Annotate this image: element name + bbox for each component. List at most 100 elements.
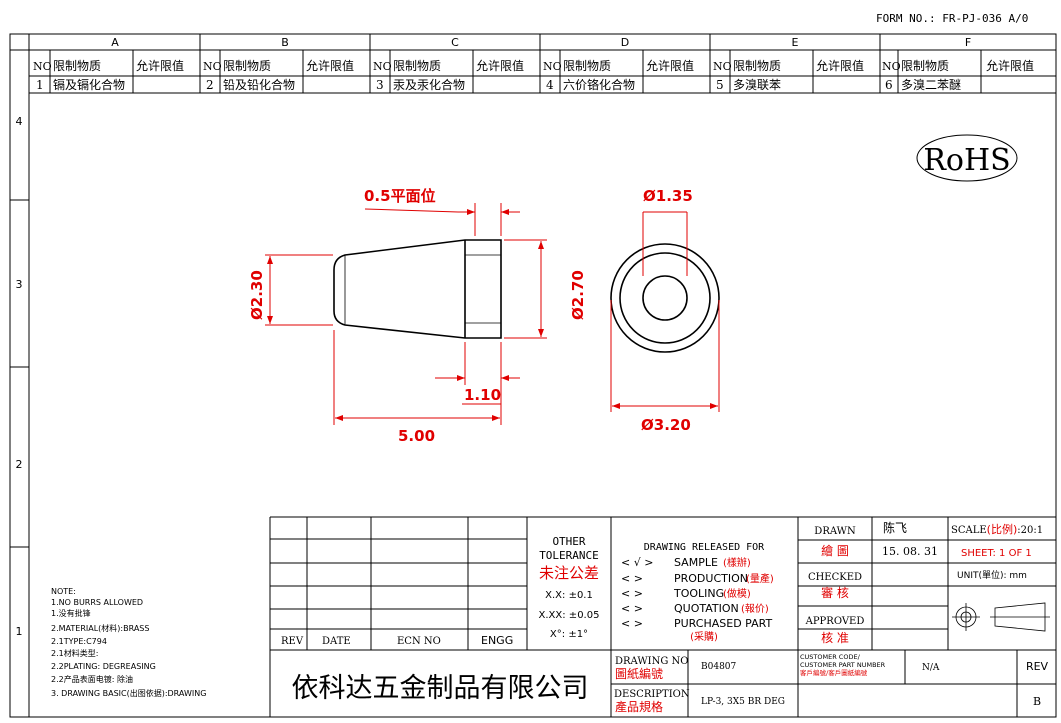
end-view (610, 243, 720, 353)
release-production-cn: (量產) (746, 572, 774, 585)
note-line: 1.没有批锋 (51, 608, 91, 618)
col-header-substance: 限制物质 (223, 59, 271, 73)
tolerance-line: OTHER (552, 535, 585, 548)
side-view (333, 239, 502, 339)
zone-top-labels: A B C D E F (111, 36, 971, 49)
release-quotation-cn: (報价) (741, 603, 769, 615)
note-line: NOTE: (51, 587, 76, 596)
release-mark: < √ > (621, 556, 653, 569)
note-line: 2.2产品表面电镀: 除油 (51, 674, 133, 684)
customer-label: CUSTOMER PART NUMBER (800, 661, 886, 669)
substance-name: 铅及铅化合物 (223, 77, 295, 92)
release-production: PRODUCTION (674, 572, 748, 585)
customer-value: N/A (922, 663, 940, 673)
col-header-limit: 允许限值 (986, 58, 1034, 73)
col-header-no: NO (373, 60, 392, 73)
zone-label: 3 (16, 278, 23, 291)
customer-label: CUSTOMER CODE/ (800, 653, 861, 661)
signoff-block: DRAWN 繪 圖 陈飞 15. 08. 31 CHECKED 審 核 APPR… (805, 520, 938, 645)
rev-col-engg: ENGG (481, 634, 513, 647)
zone-label: D (621, 36, 629, 49)
substance-name: 汞及汞化合物 (393, 77, 465, 92)
release-mark: < > (621, 617, 643, 630)
rev-col-date: DATE (322, 636, 351, 647)
release-tooling: TOOLING (673, 587, 724, 600)
zone-label: E (792, 36, 799, 49)
dim-flat-label: 0.5平面位 (364, 187, 436, 205)
unit-value: UNIT(單位): mm (957, 569, 1027, 581)
drawn-date: 15. 08. 31 (882, 545, 938, 558)
tolerance-block: OTHER TOLERANCE 未注公差 X.X: ±0.1 X.XX: ±0.… (539, 535, 600, 640)
dim-d135-label: Ø1.35 (643, 187, 693, 205)
zone-label: F (965, 36, 971, 49)
col-header-substance: 限制物质 (733, 59, 781, 73)
zone-side-dividers (10, 199, 29, 548)
col-header-no: NO (882, 60, 901, 73)
dimension-d270: Ø2.70 (504, 239, 587, 339)
approved-label: APPROVED (805, 616, 865, 627)
col-header-substance: 限制物质 (393, 59, 441, 73)
zone-label: B (281, 36, 289, 49)
dim-d270-label: Ø2.70 (569, 270, 587, 320)
zone-side-labels: 4 3 2 1 (16, 115, 23, 638)
substance-no: 2 (206, 78, 214, 92)
note-line: 2.2PLATING: DEGREASING (51, 662, 156, 671)
col-header-no: NO (33, 60, 52, 73)
rohs-mark: RoHS (916, 134, 1018, 182)
dimension-d230: Ø2.30 (248, 254, 333, 326)
release-tooling-cn: (做模) (723, 587, 751, 600)
substance-name: 六价铬化合物 (563, 77, 635, 92)
col-header-substance: 限制物质 (53, 59, 101, 73)
dimension-d135: Ø1.35 (642, 187, 693, 276)
sheet-value: SHEET: 1 OF 1 (961, 548, 1032, 559)
substance-name: 多溴二苯醚 (901, 78, 961, 92)
rev-col-rev: REV (281, 636, 304, 647)
approved-label-cn: 核 准 (821, 631, 849, 645)
zone-label: C (451, 36, 459, 49)
dimension-flat: 0.5平面位 (364, 187, 520, 236)
col-header-limit: 允许限值 (306, 58, 354, 73)
substance-name: 镉及镉化合物 (53, 77, 125, 92)
release-mark: < > (621, 587, 643, 600)
drawing-no-value: B04807 (701, 662, 737, 672)
tolerance-line: X°: ±1° (550, 629, 588, 640)
release-block: DRAWING RELEASED FOR < √ > SAMPLE (樣辦) <… (621, 542, 774, 643)
substance-name: 多溴联苯 (733, 78, 781, 92)
tolerance-line: X.X: ±0.1 (545, 590, 593, 601)
drawing-no-label-cn: 圖紙編號 (615, 666, 663, 681)
release-purchased: PURCHASED PART (674, 617, 772, 630)
restricted-substance-table: NO 限制物质 允许限值 NO 限制物质 允许限值 NO 限制物质 允许限值 N… (29, 50, 1056, 94)
dimension-d320: Ø3.20 (610, 300, 720, 434)
release-sample-cn: (樣辦) (723, 556, 751, 569)
drawing-no-label: DRAWING NO (615, 656, 688, 667)
release-mark: < > (621, 602, 643, 615)
substance-no: 4 (546, 78, 554, 92)
drawn-label: DRAWN (814, 526, 856, 537)
zone-top-dividers (199, 34, 881, 50)
release-title: DRAWING RELEASED FOR (644, 542, 765, 553)
dim-d320-label: Ø3.20 (641, 416, 691, 434)
substance-no: 6 (885, 78, 893, 92)
col-header-limit: 允许限值 (476, 58, 524, 73)
checked-label: CHECKED (808, 572, 862, 583)
tolerance-line: X.XX: ±0.05 (539, 610, 600, 621)
dim-l110-label: 1.10 (464, 386, 501, 404)
zone-label: 1 (16, 625, 23, 638)
tolerance-line: 未注公差 (539, 564, 599, 582)
col-header-limit: 允许限值 (646, 58, 694, 73)
customer-label-cn: 客戶編號/客戶圖紙編號 (800, 668, 868, 677)
col-header-substance: 限制物质 (901, 59, 949, 73)
description-value: LP-3, 3X5 BR DEG (701, 697, 785, 707)
description-label-cn: 產品規格 (615, 699, 663, 714)
note-line: 2.MATERIAL(材料):BRASS (51, 623, 149, 633)
release-quotation: QUOTATION (674, 602, 739, 615)
substance-no: 1 (36, 78, 44, 92)
notes-block: NOTE: 1.NO BURRS ALLOWED 1.没有批锋 2.MATERI… (51, 587, 206, 698)
note-line: 2.1TYPE:C794 (51, 637, 107, 646)
col-header-limit: 允许限值 (136, 58, 184, 73)
drawn-name: 陈飞 (883, 520, 907, 535)
rev-label: REV (1026, 660, 1049, 673)
col-header-no: NO (203, 60, 222, 73)
description-label: DESCRIPTION (614, 689, 690, 700)
